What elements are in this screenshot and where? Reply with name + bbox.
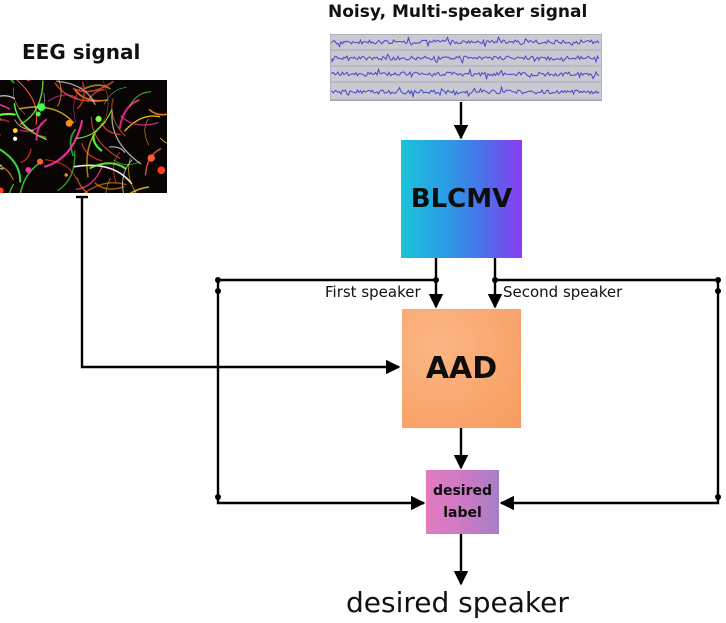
aad-block: AAD [402,309,521,428]
multi-speaker-signal-title: Noisy, Multi-speaker signal [328,2,588,22]
desired-label-line2: label [443,505,482,521]
blcmv-label: BLCMV [410,184,513,214]
blcmv-block: BLCMV [401,140,522,258]
left-bypass-arrow [216,278,436,511]
multi-speaker-waveform-image [330,34,602,101]
first-speaker-label: First speaker [325,283,421,301]
second-speaker-label: Second speaker [503,283,623,301]
desired-label-line1: desired [432,483,493,499]
desired-label-block: desired label [426,470,499,534]
aad-label: AAD [425,351,498,386]
right-bypass-arrow [495,278,720,511]
eeg-to-aad-arrow [80,197,401,375]
eeg-signal-title: EEG signal [22,40,141,64]
eeg-neuron-image [0,80,167,193]
desired-speaker-output-label: desired speaker [346,586,569,619]
